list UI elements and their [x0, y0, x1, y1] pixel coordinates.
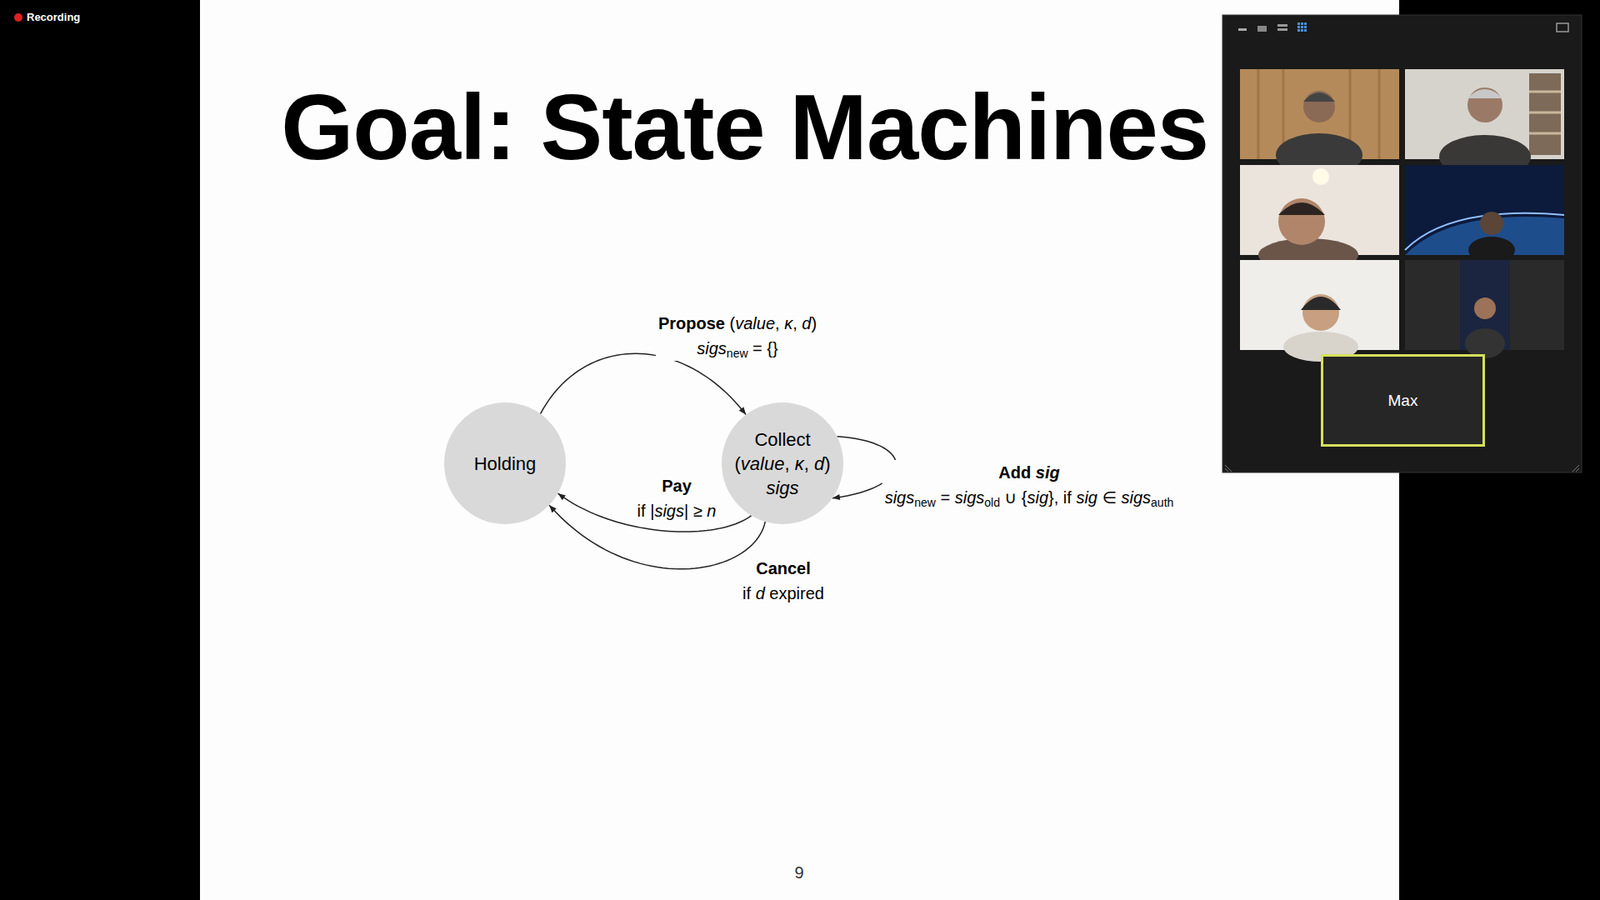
- page-number: 9: [794, 862, 804, 883]
- transition-arrow: [540, 353, 746, 415]
- circle-fill: [444, 402, 566, 525]
- video-tile: [1240, 69, 1400, 177]
- video-tile: [1405, 69, 1565, 179]
- participant-tile: Max: [1320, 354, 1485, 447]
- video-tile: [1405, 260, 1565, 359]
- transition-label: Cancel if d expired: [740, 555, 827, 606]
- state-circle: Collect(value, κ, d)sigs: [721, 402, 844, 525]
- participant-name: Max: [1388, 390, 1419, 411]
- circle-fill: [721, 402, 844, 525]
- toolbar-icon: [1556, 23, 1569, 32]
- state-text: sigs: [765, 475, 799, 500]
- resize-grip: [1225, 465, 1232, 472]
- transition-label: Propose (value, κ, d) sigsnew = {}: [655, 310, 820, 361]
- panel-background: [1222, 15, 1582, 473]
- slide-title: Goal: State Machines: [280, 80, 1209, 175]
- recording-indicator: Recording: [26, 10, 80, 25]
- video-panel: [1222, 15, 1582, 473]
- state-circle: Holding: [444, 402, 566, 525]
- resize-grip: [1572, 465, 1580, 472]
- state-text: Holding: [474, 451, 537, 476]
- video-tile: [1405, 165, 1565, 264]
- toolbar-icon: [1277, 24, 1288, 31]
- state-text: Collect: [754, 427, 810, 452]
- video-tile: [1240, 165, 1400, 272]
- toolbar-icon: [1238, 28, 1247, 31]
- video-tile: [1240, 260, 1400, 362]
- toolbar-icon: [1257, 25, 1267, 32]
- transition-label: Add sig sigsnew = sigsold ∪ {sig}, if si…: [882, 460, 1177, 510]
- grid-icon: [1297, 22, 1307, 32]
- state-text: (value, κ, d): [735, 451, 831, 476]
- transition-label: Pay if |sigs| ≥ n: [635, 473, 720, 524]
- recording-dot: [14, 13, 23, 22]
